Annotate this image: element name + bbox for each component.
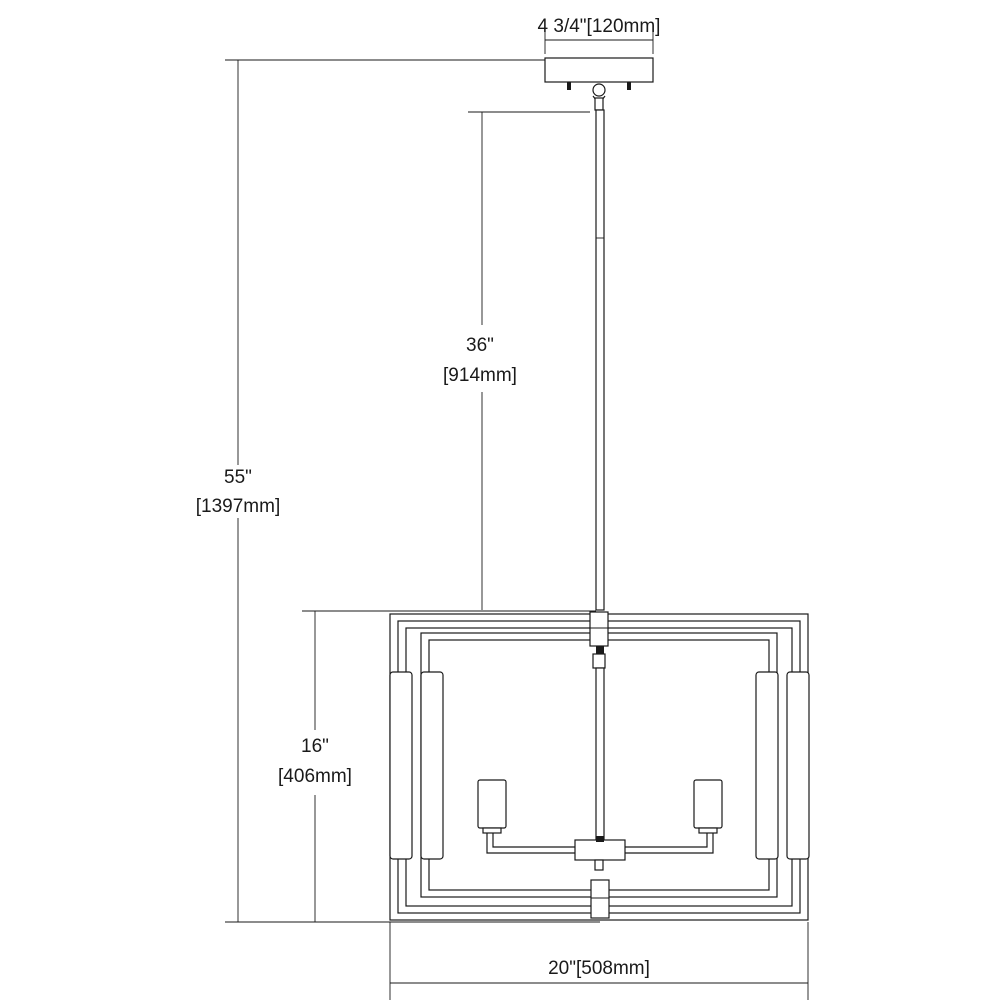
- rod-length-imperial: 36": [466, 335, 494, 356]
- fixture-height-metric: [406mm]: [278, 766, 352, 787]
- overall-height-imperial: 55": [224, 467, 252, 488]
- candle-arms: [477, 779, 723, 854]
- rod-length-metric: [914mm]: [443, 365, 517, 386]
- down-rod: [595, 109, 605, 611]
- canopy-width-label: 4 3/4"[120mm]: [538, 16, 661, 37]
- canopy-width-dimension: 4 3/4"[120mm]: [538, 16, 661, 54]
- fixture-height-dimension: 16" [406mm]: [278, 610, 596, 922]
- fixture-width-dimension: 20"[508mm]: [389, 922, 809, 1000]
- canopy: [544, 57, 654, 111]
- overall-height-dimension: 55" [1397mm]: [196, 59, 600, 923]
- fixture-width-label: 20"[508mm]: [548, 958, 650, 979]
- fixture-height-imperial: 16": [301, 736, 329, 757]
- center-stem: [574, 611, 626, 919]
- rod-length-dimension: 36" [914mm]: [443, 111, 590, 610]
- glass-panels: [389, 671, 810, 860]
- overall-height-metric: [1397mm]: [196, 496, 280, 517]
